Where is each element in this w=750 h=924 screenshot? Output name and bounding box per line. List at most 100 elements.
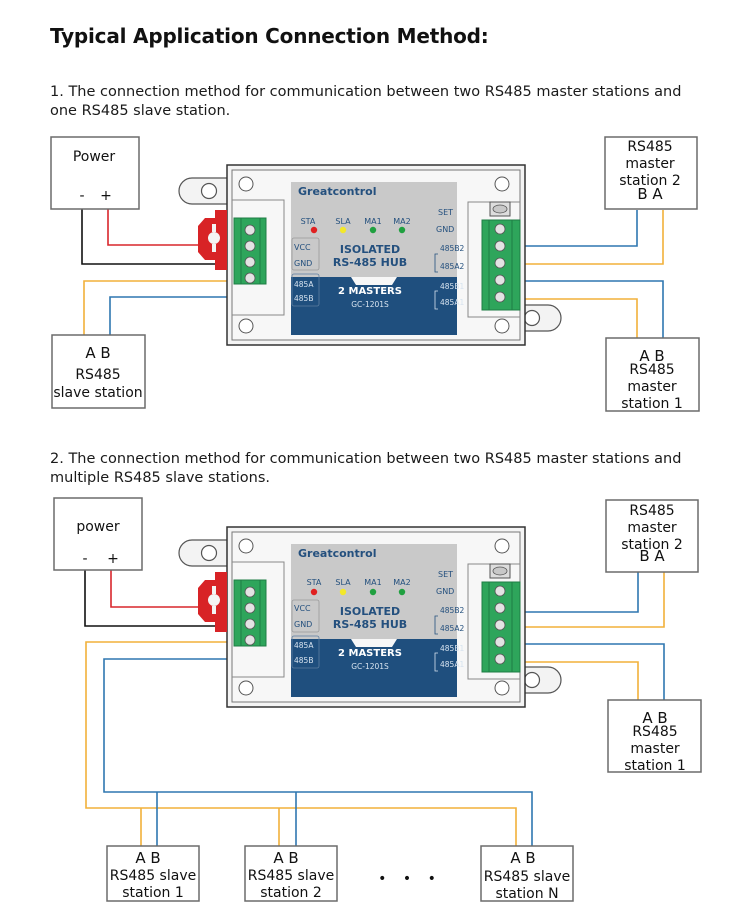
master1-line3: station 1 xyxy=(621,396,683,412)
model-label: GC-1201S xyxy=(351,662,389,671)
wire2-master1-a xyxy=(515,661,639,700)
ma1-a-label: 485A1 xyxy=(440,298,464,307)
hub-labels-1: Greatcontrol STA SLA MA1 MA2 SET GND VCC… xyxy=(294,185,464,309)
power-gnd-label: GND xyxy=(294,259,312,268)
power-plus: + xyxy=(100,188,112,204)
slave-b-label: 485B xyxy=(294,656,313,665)
master2-line3: station 2 xyxy=(621,537,683,553)
power-label: Power xyxy=(73,149,116,165)
slave-a-label: 485A xyxy=(294,280,314,289)
wire2-bus-b xyxy=(103,658,533,846)
wire-master1-b xyxy=(515,280,664,338)
wire2-master2-b xyxy=(515,572,639,613)
master2-line3: station 2 xyxy=(619,173,681,189)
power-minus: - xyxy=(82,551,87,567)
wire2-bus-a xyxy=(85,641,517,846)
device-name-line1: ISOLATED xyxy=(340,243,400,256)
wire-master2-a xyxy=(515,210,664,265)
led-label-ma2: MA2 xyxy=(393,578,410,587)
slave-b-label: 485B xyxy=(294,294,313,303)
diagram2: Greatcontrol STA SLA MA1 MA2 SET GND VCC… xyxy=(53,497,702,902)
power-box-1: Power - + xyxy=(50,136,140,210)
brand-logo: Greatcontrol xyxy=(298,547,377,560)
master2-pins: B A xyxy=(639,547,665,565)
slaven-pins: A B xyxy=(510,849,535,867)
diagram1: Greatcontrol STA SLA MA1 MA2 SET GND VCC… xyxy=(50,136,700,412)
set-label: SET xyxy=(438,570,453,579)
hub-labels-2: Greatcontrol STA SLA MA1 MA2 SET GND VCC… xyxy=(294,547,464,671)
led-label-sta: STA xyxy=(307,578,322,587)
master2-line2: master xyxy=(627,520,677,536)
master1-line1: RS485 xyxy=(632,724,677,740)
master-station-1-box-2: A B RS485 master station 1 xyxy=(607,699,702,774)
power-plus: + xyxy=(107,551,119,567)
master-station-1-box-1: A B RS485 master station 1 xyxy=(605,337,700,412)
master-station-2-box-1: RS485 master station 2 B A xyxy=(604,136,698,210)
device-name-line2: RS-485 HUB xyxy=(333,256,407,269)
ma1-b-label: 485B1 xyxy=(440,644,464,653)
led-label-sla: SLA xyxy=(335,217,351,226)
wire-master2-b xyxy=(515,210,638,247)
master-station-2-box-2: RS485 master station 2 B A xyxy=(605,499,699,573)
slave1-line1: RS485 slave xyxy=(110,868,196,884)
wire2-master2-a xyxy=(515,572,665,628)
slave2-line1: RS485 slave xyxy=(248,868,334,884)
slave-station-n-box: A B RS485 slave station N xyxy=(480,845,574,902)
led-label-sta: STA xyxy=(301,217,316,226)
set-label: SET xyxy=(438,208,453,217)
diagram1-description: 1. The connection method for communicati… xyxy=(50,84,682,119)
slave-line2: slave station xyxy=(53,385,142,401)
slave-station-box-1: A B RS485 slave station xyxy=(51,334,146,409)
wire-power-negative xyxy=(81,208,234,265)
slaven-line1: RS485 slave xyxy=(484,869,570,885)
slave1-pins: A B xyxy=(135,849,160,867)
master1-line2: master xyxy=(630,741,680,757)
slave-a-label: 485A xyxy=(294,641,314,650)
wire-master1-a xyxy=(515,298,638,338)
slave2-line2: station 2 xyxy=(260,885,322,901)
power-minus: - xyxy=(79,188,84,204)
vcc-label: VCC xyxy=(294,604,311,613)
master2-line1: RS485 xyxy=(627,139,672,155)
led-label-ma1: MA1 xyxy=(364,217,381,226)
more-slaves-ellipsis: • • • xyxy=(378,871,442,887)
led-label-sla: SLA xyxy=(335,578,351,587)
slave1-line2: station 1 xyxy=(122,885,184,901)
slave-line1: RS485 xyxy=(75,367,120,383)
master2-line2: master xyxy=(625,156,675,172)
model-label: GC-1201S xyxy=(351,300,389,309)
master2-pins: B A xyxy=(637,185,663,203)
wire-power-positive xyxy=(107,208,234,246)
slave-station-1-box: A B RS485 slave station 1 xyxy=(106,845,200,902)
slave-pins: A B xyxy=(85,344,110,362)
led-label-ma2: MA2 xyxy=(393,217,410,226)
brand-logo: Greatcontrol xyxy=(298,185,377,198)
diagram2-description: 2. The connection method for communicati… xyxy=(50,451,682,486)
wire-slave-b xyxy=(109,296,234,335)
master2-line1: RS485 xyxy=(629,503,674,519)
device-name-line2: RS-485 HUB xyxy=(333,618,407,631)
power-label: power xyxy=(76,519,120,535)
wire2-master1-b xyxy=(515,643,665,700)
power-box-2: power - + xyxy=(53,497,143,571)
page-title: Typical Application Connection Method: xyxy=(50,24,489,48)
masters-label: 2 MASTERS xyxy=(338,648,402,659)
slave2-pins: A B xyxy=(273,849,298,867)
vcc-label: VCC xyxy=(294,243,311,252)
ma2-a-label: 485A2 xyxy=(440,262,464,271)
ma1-b-label: 485B1 xyxy=(440,282,464,291)
slave-station-2-box: A B RS485 slave station 2 xyxy=(244,845,338,902)
gnd-label: GND xyxy=(436,225,454,234)
wire2-power-positive xyxy=(110,570,234,608)
master1-line3: station 1 xyxy=(624,758,686,774)
ma2-b-label: 485B2 xyxy=(440,244,464,253)
wire2-power-negative xyxy=(84,570,234,627)
master1-line1: RS485 xyxy=(629,362,674,378)
led-label-ma1: MA1 xyxy=(364,578,381,587)
master1-pins: A B xyxy=(642,709,667,727)
wire-slave-a xyxy=(83,280,234,335)
master1-pins: A B xyxy=(639,347,664,365)
ma1-a-label: 485A1 xyxy=(440,660,464,669)
master1-line2: master xyxy=(627,379,677,395)
